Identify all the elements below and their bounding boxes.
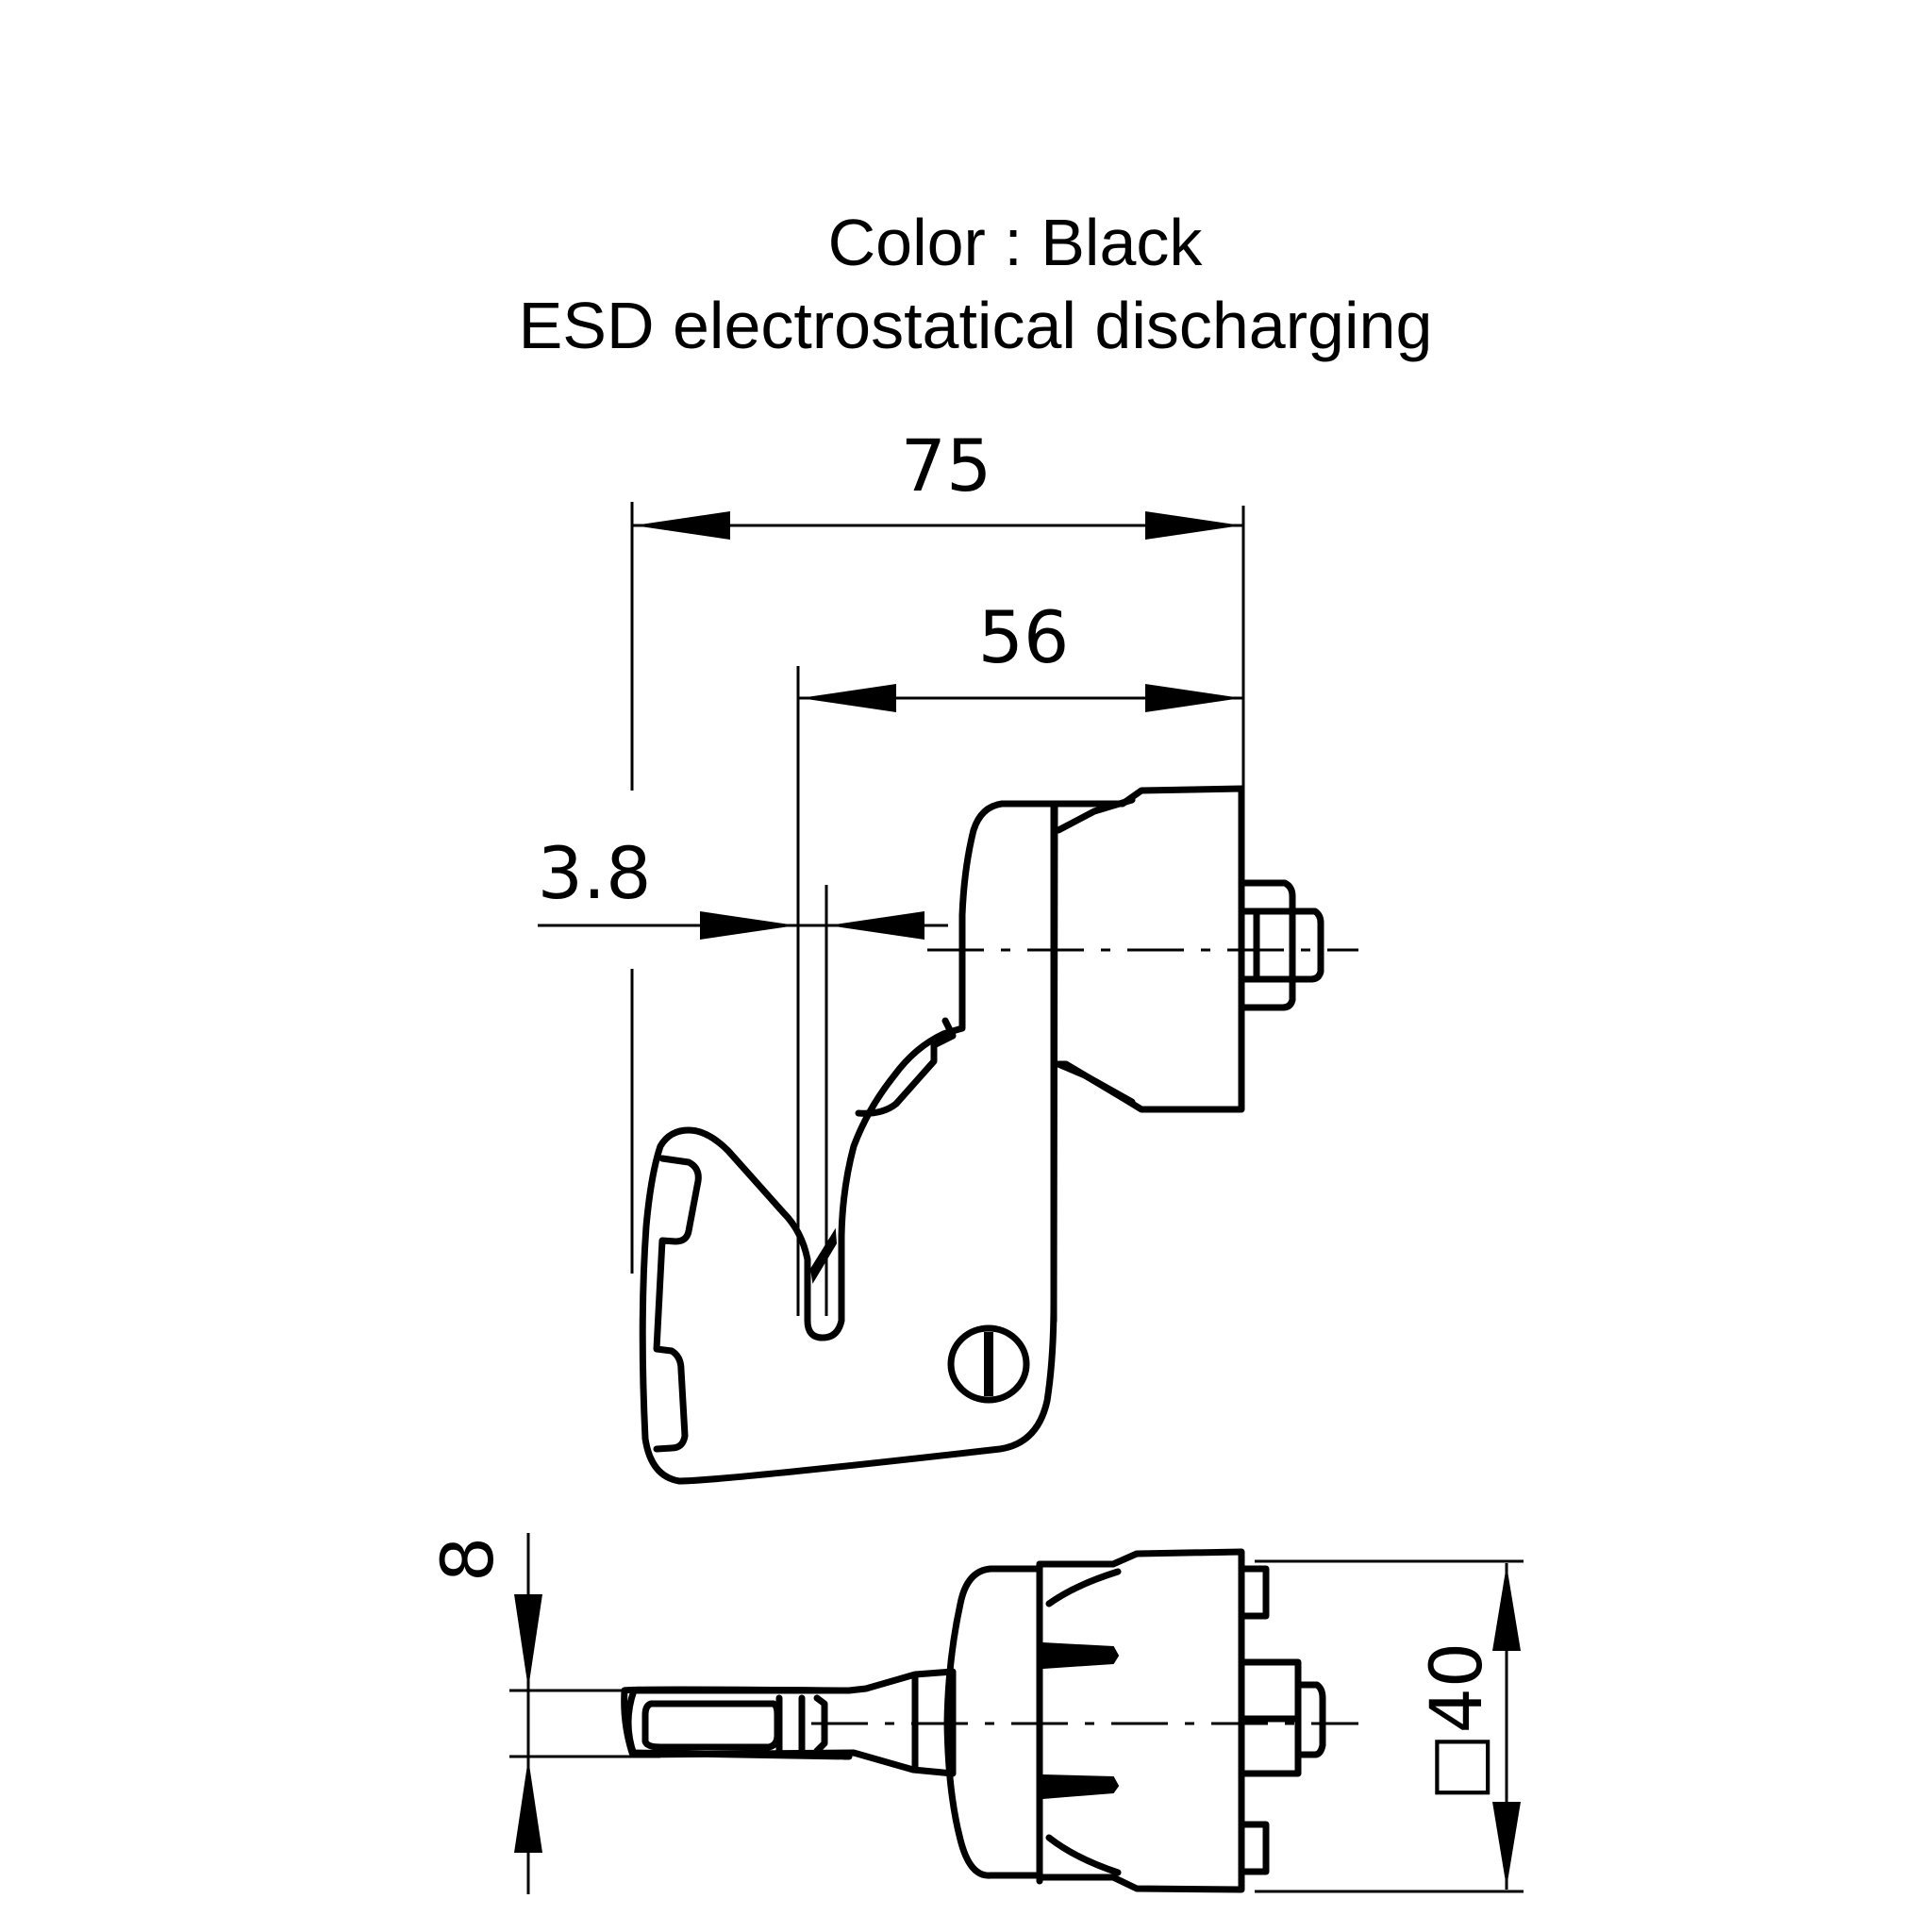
housing-flare-bottom: [1045, 1834, 1122, 1876]
arrowhead-up: [514, 1758, 542, 1853]
stud-tip: [1294, 1681, 1326, 1758]
tab-top: [1238, 1565, 1270, 1620]
arrowhead-left: [800, 684, 896, 712]
housing-body: [1036, 1548, 1245, 1893]
dimension-label-75: 75: [901, 424, 992, 508]
arrowhead-right-pointing: [700, 911, 796, 940]
arrowhead-down: [514, 1594, 542, 1689]
housing-chamfer-top: [1055, 796, 1136, 834]
stud-tip: [1289, 908, 1324, 983]
tab-bottom: [1238, 1821, 1270, 1875]
arrowhead-down: [1492, 1802, 1521, 1888]
arrowhead-left: [634, 511, 730, 540]
housing-chamfer-bottom: [1055, 1060, 1136, 1106]
fin-top: [1041, 1641, 1120, 1670]
plan-view: 8 □40: [425, 1533, 1524, 1894]
slot-wedge: [809, 1227, 838, 1284]
shaft-slot: [641, 1700, 781, 1751]
nut: [1240, 879, 1296, 1011]
dome-cap: [943, 1565, 1043, 1879]
screw-head: [947, 1324, 1030, 1404]
color-label: Color : Black: [827, 206, 1203, 279]
arrowhead-right: [1145, 511, 1241, 540]
dimension-75: 75: [630, 424, 1245, 792]
dimension-3-8: 3.8: [538, 831, 948, 1316]
key-plate-outline: [639, 800, 1058, 1485]
dimension-label-40: □40: [1414, 1642, 1498, 1802]
arrowhead-left-pointing: [828, 911, 924, 940]
dimension-label-8: 8: [425, 1537, 509, 1582]
dimension-label-56: 56: [978, 595, 1070, 679]
esd-label: ESD electrostatical discharging: [518, 289, 1433, 362]
key-shaft: [621, 1668, 957, 1777]
key-bit-notch: [653, 1155, 702, 1453]
shaft-collar: [813, 1694, 828, 1755]
side-view: [639, 785, 1358, 1485]
key-hook-detail: [855, 1017, 957, 1117]
dimension-label-3-8: 3.8: [538, 831, 652, 915]
fin-bottom: [1041, 1774, 1120, 1800]
dimension-56: 56: [796, 595, 1243, 1316]
arrowhead-up: [1492, 1565, 1521, 1651]
housing-flare-top: [1045, 1568, 1122, 1607]
arrowhead-right: [1145, 684, 1241, 712]
